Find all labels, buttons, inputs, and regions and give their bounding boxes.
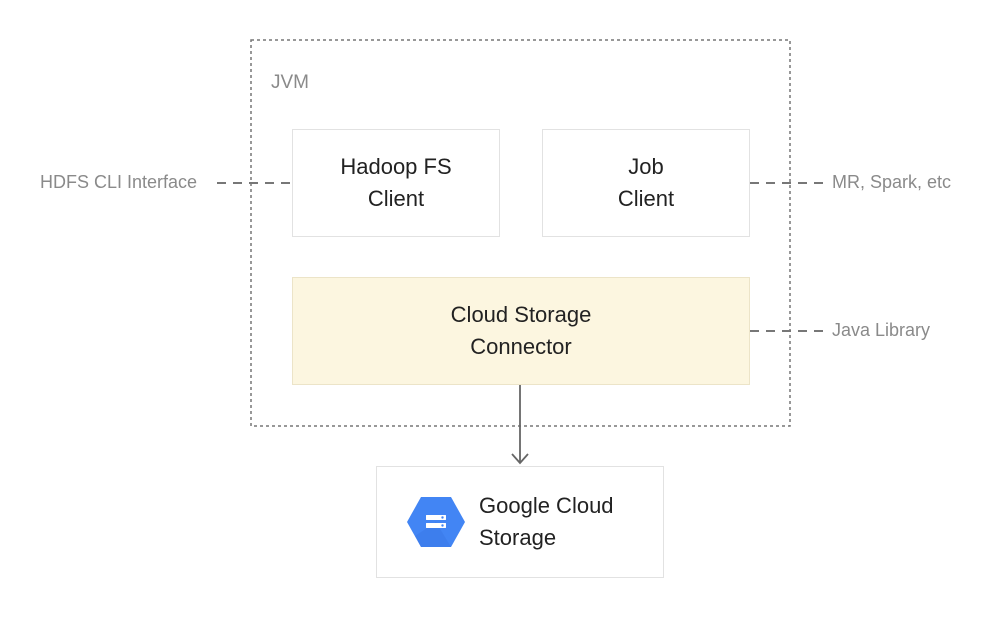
mr-spark-label: MR, Spark, etc [832, 172, 952, 192]
job-client-box: Job Client [542, 129, 750, 237]
google-cloud-storage-box: Google Cloud Storage [376, 466, 664, 578]
hadoop-fs-client-label: Hadoop FS Client [340, 154, 452, 211]
job-client-label: Job Client [617, 154, 675, 211]
cloud-storage-connector-box: Cloud Storage Connector [292, 277, 750, 385]
hadoop-fs-client-box: Hadoop FS Client [292, 129, 500, 237]
java-library-label: Java Library [832, 320, 931, 340]
google-cloud-storage-icon [407, 497, 465, 547]
google-cloud-storage-label: Google Cloud Storage [479, 493, 614, 550]
cloud-storage-connector-label: Cloud Storage Connector [450, 302, 592, 359]
arrow-head-icon [511, 453, 529, 465]
hdfs-cli-interface-label: HDFS CLI Interface [40, 172, 198, 192]
jvm-label: JVM [271, 72, 309, 93]
